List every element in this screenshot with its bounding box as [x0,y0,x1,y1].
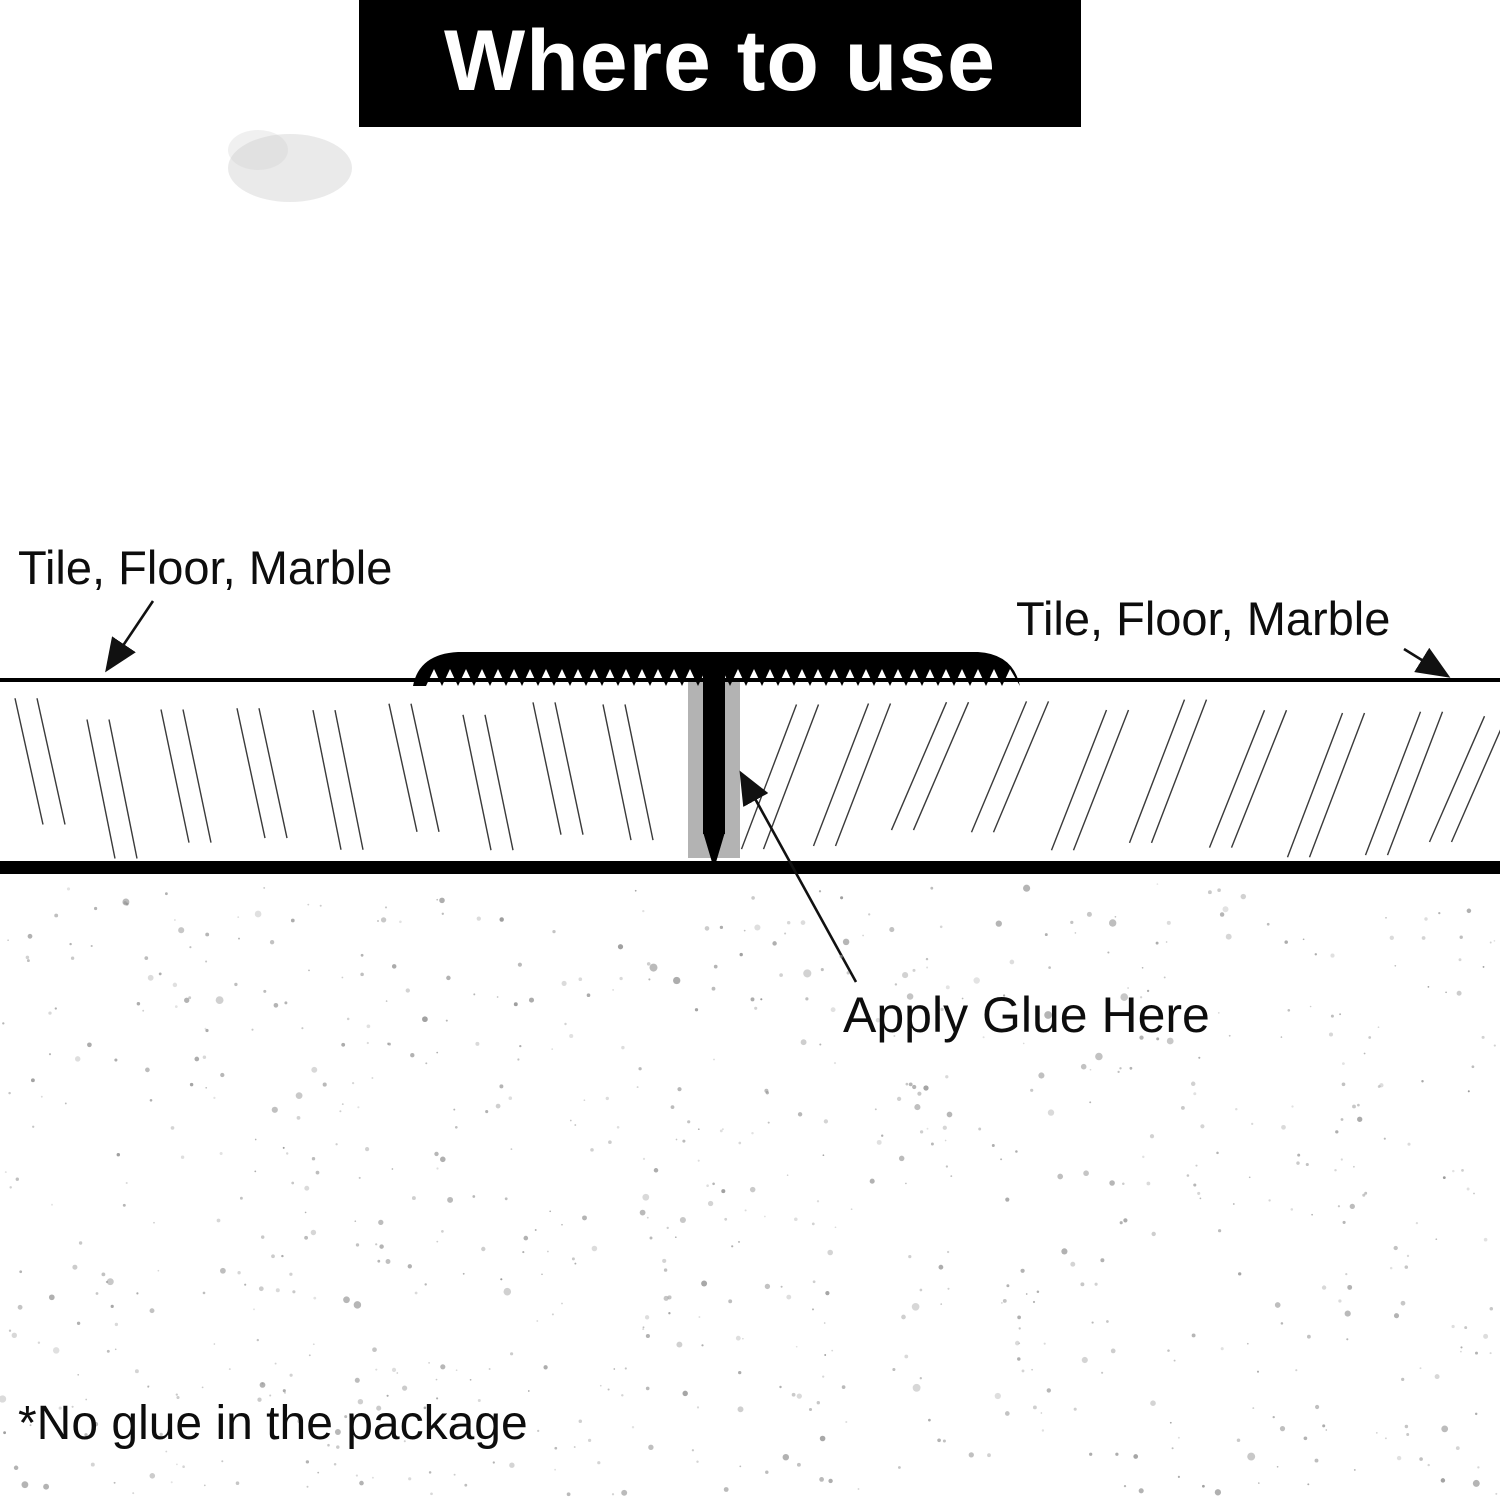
arrow-right-tile [1403,647,1451,678]
label-right-tile: Tile, Floor, Marble [1016,592,1391,645]
label-apply-glue: Apply Glue Here [843,987,1210,1043]
label-no-glue-footnote: *No glue in the package [18,1397,528,1450]
faint-smudge [228,130,352,202]
title-text: Where to use [444,12,996,109]
arrow-left-tile [105,600,155,673]
label-left-tile: Tile, Floor, Marble [18,541,393,594]
tile-cross-section-band [0,678,1500,874]
title-banner: Where to use [359,0,1081,127]
